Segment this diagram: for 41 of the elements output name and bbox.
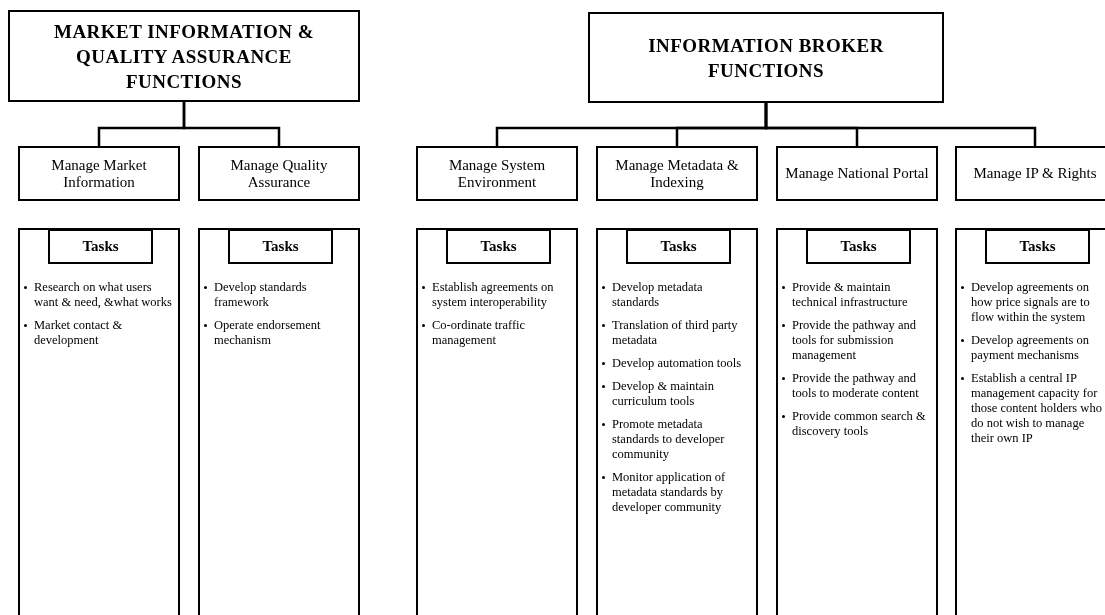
task-item: Research on what users want & need, &what works bbox=[34, 280, 173, 310]
connector-line bbox=[182, 102, 281, 146]
function-box: Manage Metadata & Indexing bbox=[596, 146, 758, 201]
tasks-heading-box: Tasks bbox=[806, 229, 911, 264]
tasks-panel bbox=[198, 228, 360, 615]
tasks-heading-box: Tasks bbox=[228, 229, 333, 264]
tasks-panel bbox=[18, 228, 180, 615]
task-item: Provide the pathway and tools for submission management bbox=[792, 318, 917, 363]
tasks-panel bbox=[955, 228, 1105, 615]
function-heading-box: INFORMATION BROKER FUNCTIONS bbox=[588, 12, 944, 103]
function-box: Manage System Environment bbox=[416, 146, 578, 201]
task-item: Establish a central IP management capacity for those content holders who do not wish to manage their own IP bbox=[971, 371, 1103, 446]
task-item: Provide common search & discovery tools bbox=[792, 409, 927, 439]
task-item: Establish agreements on system interoperability bbox=[432, 280, 555, 310]
task-item: Translation of third party metadata bbox=[612, 318, 739, 348]
function-box: Manage IP & Rights bbox=[955, 146, 1105, 201]
tasks-heading-box: Tasks bbox=[446, 229, 551, 264]
function-box: Manage Market Information bbox=[18, 146, 180, 201]
task-item: Market contact & development bbox=[34, 318, 124, 348]
tasks-panel bbox=[596, 228, 758, 615]
task-item: Develop agreements on payment mechanisms bbox=[971, 333, 1090, 363]
connector-line bbox=[764, 103, 1037, 146]
task-item: Provide the pathway and tools to moderate content bbox=[792, 371, 920, 401]
task-item: Develop agreements on how price signals are to flow within the system bbox=[971, 280, 1091, 325]
task-item: Operate endorsement mechanism bbox=[214, 318, 322, 348]
task-item: Monitor application of metadata standards by developer community bbox=[612, 470, 727, 515]
function-heading-box: MARKET INFORMATION & QUALITY ASSURANCE FUNCTIONS bbox=[8, 10, 360, 102]
task-item: Develop & maintain curriculum tools bbox=[612, 379, 716, 409]
function-box: Manage Quality Assurance bbox=[198, 146, 360, 201]
tasks-panel bbox=[776, 228, 938, 615]
tasks-heading-box: Tasks bbox=[48, 229, 153, 264]
tasks-panel bbox=[416, 228, 578, 615]
tasks-heading-box: Tasks bbox=[626, 229, 731, 264]
task-item: Develop metadata standards bbox=[612, 280, 704, 310]
task-item: Develop standards framework bbox=[214, 280, 308, 310]
tasks-heading-box: Tasks bbox=[985, 229, 1090, 264]
task-item: Provide & maintain technical infrastructure bbox=[792, 280, 909, 310]
task-item: Co-ordinate traffic management bbox=[432, 318, 527, 348]
function-box: Manage National Portal bbox=[776, 146, 938, 201]
task-item: Promote metadata standards to developer community bbox=[612, 417, 726, 462]
task-item: Develop automation tools bbox=[612, 356, 742, 371]
